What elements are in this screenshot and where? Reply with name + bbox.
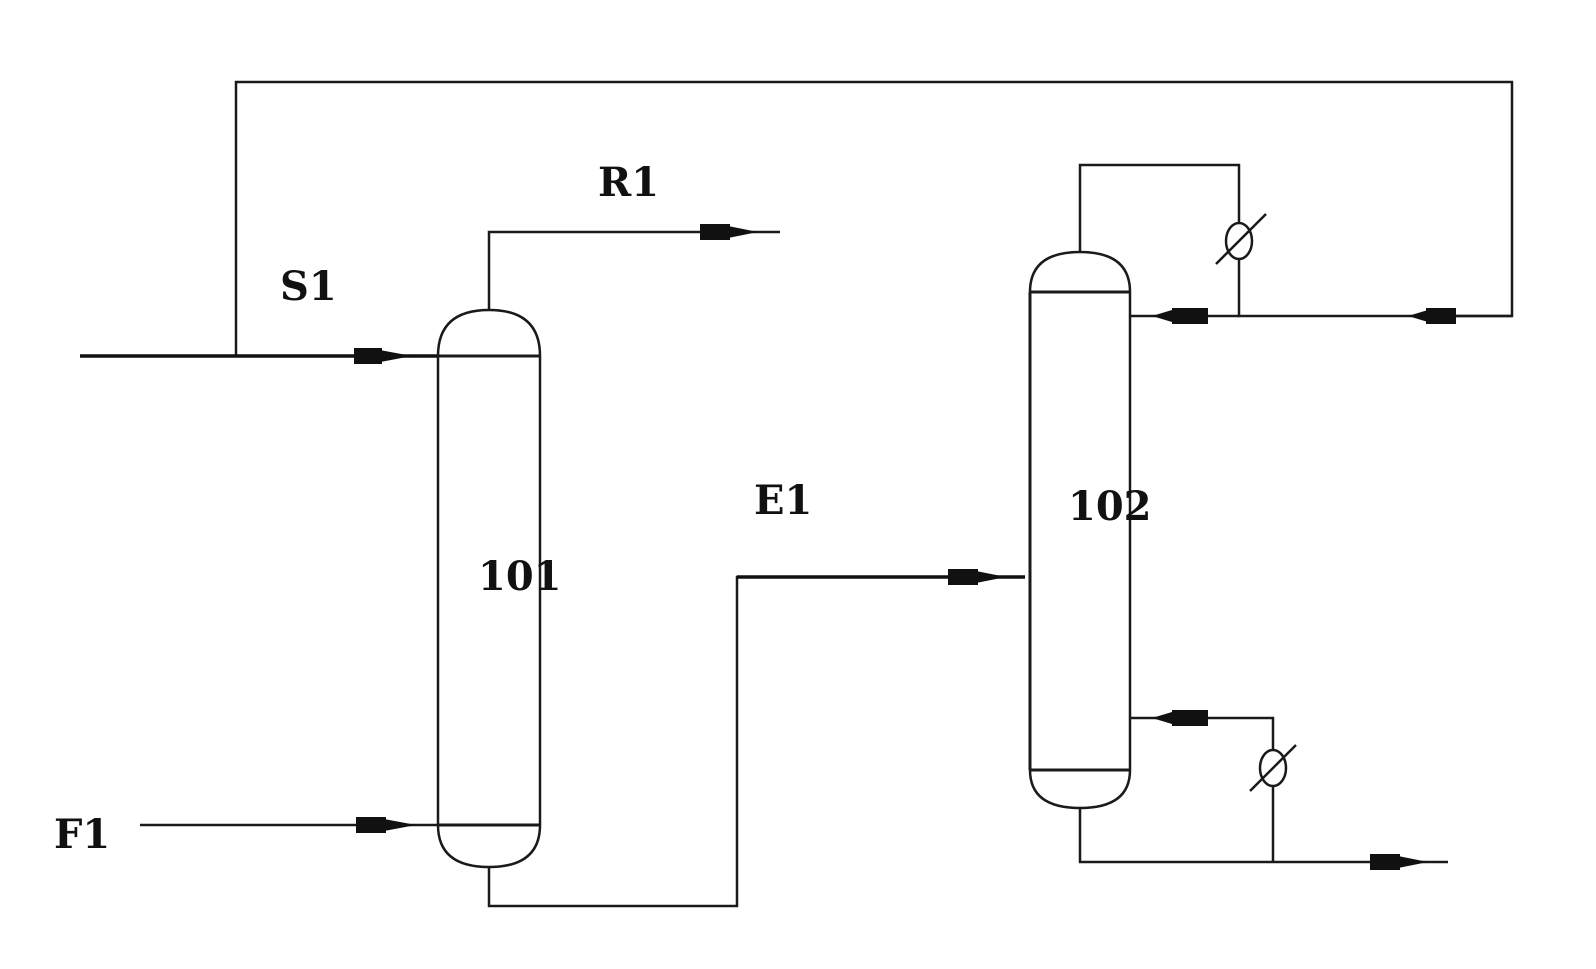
reflux-arrowhead (1152, 310, 1172, 322)
e1-transfer-line (487, 575, 1025, 908)
r1-overhead-line (487, 230, 780, 310)
r1-arrowhead (728, 226, 758, 238)
s1-arrow (354, 348, 382, 364)
reboiler-arrow (1172, 710, 1208, 726)
reboiler-arrowhead (1152, 712, 1172, 724)
f1-arrow (356, 817, 386, 833)
stream-label-r1: R1 (598, 159, 659, 206)
e1-arrowhead (976, 571, 1006, 583)
stream-label-s1: S1 (280, 263, 337, 310)
reflux-arrow (1172, 308, 1208, 324)
f1-arrowhead (384, 819, 416, 831)
bottoms-arrow (1370, 854, 1400, 870)
e1-arrow (948, 569, 978, 585)
stream-label-e1: E1 (754, 477, 812, 524)
bottoms-arrowhead (1398, 856, 1428, 868)
overhead-102-line (1078, 163, 1241, 252)
recycle-arrow (1426, 308, 1456, 324)
stream-label-f1: F1 (54, 811, 110, 858)
column-101 (436, 308, 542, 869)
column-102 (1028, 250, 1132, 810)
r1-arrow (700, 224, 730, 240)
condenser-outlet-line (1237, 260, 1512, 318)
column-label-102: 102 (1068, 483, 1152, 530)
s1-arrowhead (380, 350, 412, 362)
condenser-icon (1215, 213, 1267, 265)
bottoms-102-line (1078, 808, 1448, 864)
recycle-arrowhead (1408, 310, 1428, 322)
column-label-101: 101 (478, 553, 562, 600)
reboiler-icon (1249, 744, 1297, 792)
